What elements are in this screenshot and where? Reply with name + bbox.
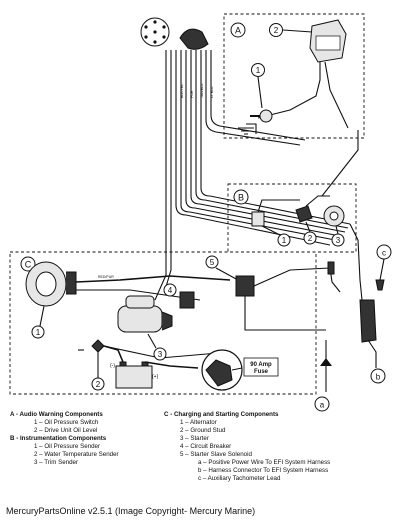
group-a-box: A 2 1 xyxy=(223,13,365,139)
legend-c-item-3: 3 – Starter xyxy=(180,435,209,442)
harness-plug xyxy=(140,17,209,50)
callout-c5: 5 xyxy=(210,258,215,267)
svg-text:TAN/BLU: TAN/BLU xyxy=(200,83,204,98)
svg-text:(+): (+) xyxy=(152,374,159,380)
legend-a-item-1: 1 – Oil Pressure Switch xyxy=(34,419,99,426)
svg-text:RED/PUR: RED/PUR xyxy=(98,275,114,279)
svg-text:BLK/YEL: BLK/YEL xyxy=(180,84,184,98)
callout-c1: 1 xyxy=(36,328,41,337)
callout-a2: 2 xyxy=(274,26,279,35)
callout-c-lead: c xyxy=(382,249,386,258)
legend-c-subitem-a: a – Positive Power Wire To EFI System Ha… xyxy=(198,459,330,466)
efi-harness-connectors: b a c xyxy=(300,223,392,412)
callout-c4: 4 xyxy=(168,286,173,295)
legend-a-item-2: 2 – Drive Unit Oil Level xyxy=(34,427,97,434)
callout-b2: 2 xyxy=(308,234,313,243)
group-c-box: C 1 RED/PUR 2 3 4 5 xyxy=(9,251,331,395)
legend-c-item-2: 2 – Ground Stud xyxy=(180,427,226,434)
callout-b3: 3 xyxy=(336,236,341,245)
legend-c-subitem-b: b – Harness Connector To EFI System Harn… xyxy=(198,467,328,474)
fuse-label-line1: 90 Amp xyxy=(250,362,272,368)
legend-group-b-title: B - Instrumentation Components xyxy=(10,435,107,442)
legend-group-a-title: A - Audio Warning Components xyxy=(10,411,103,418)
callout-a1: 1 xyxy=(256,66,261,75)
callout-B: B xyxy=(238,193,244,203)
legend-b-item-1: 1 – Oil Pressure Sender xyxy=(34,443,100,450)
callout-A: A xyxy=(235,26,241,36)
callout-b-connector: b xyxy=(376,373,381,382)
legend-c-subitem-c: c – Auxiliary Tachometer Lead xyxy=(198,475,281,482)
legend-group-c-title: C - Charging and Starting Components xyxy=(164,411,279,418)
legend-b-item-3: 3 – Trim Sender xyxy=(34,459,78,466)
main-harness: BLK/YEL PUR TAN/BLU LT BLU xyxy=(154,50,351,301)
fuse-label-line2: Fuse xyxy=(254,369,269,375)
callout-C: C xyxy=(25,260,32,270)
callout-a-wire: a xyxy=(320,401,325,410)
legend-c-item-5: 5 – Starter Slave Solenoid xyxy=(180,451,252,458)
legend-c-item-4: 4 – Circuit Breaker xyxy=(180,443,231,450)
callout-c3: 3 xyxy=(158,350,163,359)
svg-text:PUR: PUR xyxy=(190,90,194,98)
legend: A - Audio Warning Components 1 – Oil Pre… xyxy=(10,411,330,482)
svg-text:(-): (-) xyxy=(110,363,115,369)
footer-copyright: MercuryPartsOnline v2.5.1 (Image Copyrig… xyxy=(6,506,255,516)
svg-text:LT BLU: LT BLU xyxy=(210,86,214,98)
group-b-box: B 1 2 3 xyxy=(227,130,359,253)
callout-c2: 2 xyxy=(96,380,101,389)
legend-b-item-2: 2 – Water Temperature Sender xyxy=(34,451,119,458)
callout-b1: 1 xyxy=(282,236,287,245)
legend-c-item-1: 1 – Alternator xyxy=(180,419,217,426)
